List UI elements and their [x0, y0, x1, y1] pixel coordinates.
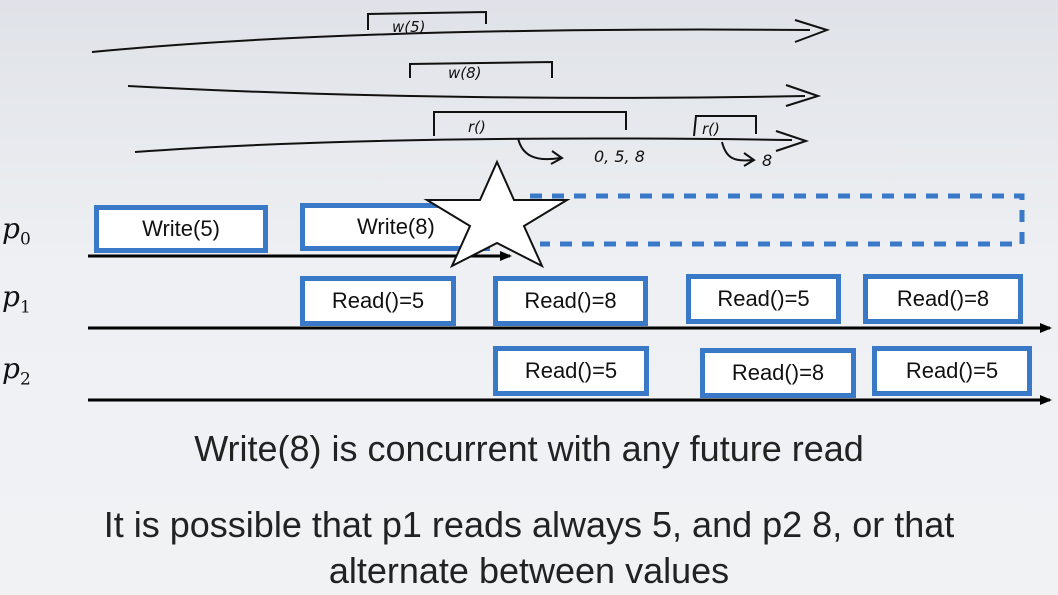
label-w8: w(8) — [448, 64, 482, 82]
handwritten-arrowhead-3 — [775, 130, 810, 152]
process-label-p1: p1 — [2, 280, 31, 318]
handwritten-arrowhead-1 — [794, 19, 831, 43]
bracket-r2 — [693, 115, 757, 137]
op-p1-read2: Read()=8 — [493, 276, 648, 326]
star-icon — [423, 159, 571, 269]
handwritten-timeline-1 — [91, 28, 811, 53]
handwritten-timeline-3 — [134, 137, 793, 153]
process-label-p2: p2 — [2, 352, 31, 390]
caption-line-1: Write(8) is concurrent with any future r… — [194, 428, 864, 469]
op-p2-read3: Read()=5 — [872, 346, 1032, 396]
result-arrowhead-r1 — [550, 150, 564, 165]
caption-line-2: It is possible that p1 reads always 5, a… — [103, 504, 955, 545]
label-w5: w(5) — [392, 18, 426, 36]
label-r2: r() — [702, 120, 720, 138]
op-p1-read3: Read()=5 — [686, 274, 841, 324]
caption-line-3: alternate between values — [328, 550, 730, 591]
op-p1-read4: Read()=8 — [863, 274, 1023, 324]
op-p1-read1: Read()=5 — [300, 276, 456, 326]
result-arrow-r1 — [517, 137, 561, 161]
handwritten-arrowhead-2 — [785, 84, 822, 107]
label-r1: r() — [468, 118, 486, 136]
op-p0-write5: Write(5) — [94, 205, 268, 253]
result-r2: 8 — [762, 151, 772, 170]
op-p2-read2: Read()=8 — [700, 348, 856, 398]
result-arrow-r2 — [721, 141, 753, 162]
result-r1: 0, 5, 8 — [594, 147, 645, 166]
handwritten-timeline-2 — [127, 85, 806, 99]
result-arrowhead-r2 — [743, 152, 756, 167]
bracket-w8 — [409, 60, 553, 78]
process-label-p0: p0 — [2, 212, 31, 250]
bracket-r1 — [433, 111, 627, 136]
bracket-w5 — [367, 10, 487, 30]
pending-write-dashed-box — [530, 193, 1025, 247]
op-p2-read1: Read()=5 — [493, 346, 649, 396]
